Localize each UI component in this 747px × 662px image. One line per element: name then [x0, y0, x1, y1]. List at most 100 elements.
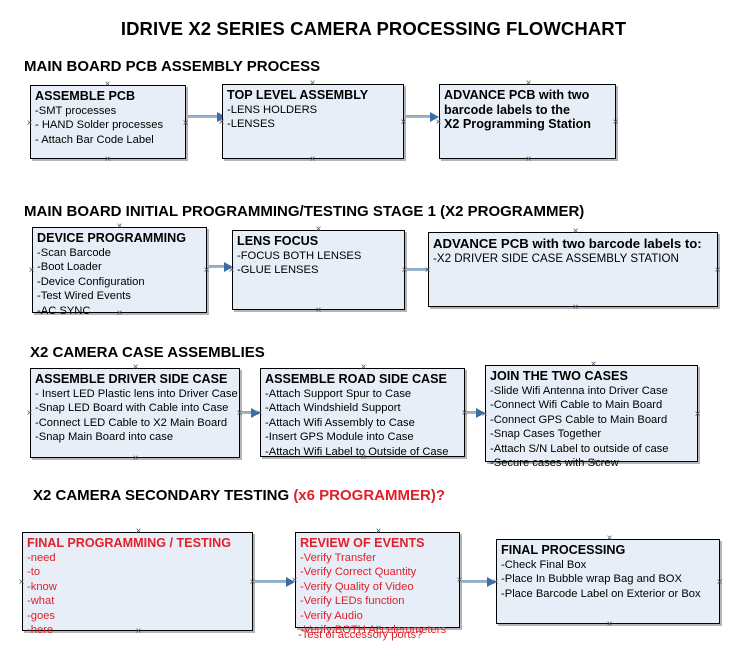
handle-top[interactable] [103, 80, 112, 89]
node-line: -LENSES [227, 118, 275, 131]
handle-top[interactable] [308, 79, 317, 88]
handle-bottom[interactable] [605, 620, 614, 629]
node-line: barcode labels to the [444, 102, 570, 117]
handle-top[interactable] [374, 527, 383, 536]
node-assemble-driver-side-case[interactable]: ASSEMBLE DRIVER SIDE CASE - Insert LED P… [30, 368, 240, 458]
node-line: X2 Programming Station [444, 117, 591, 132]
node-line: -Secure cases with Screw [490, 457, 619, 470]
node-join-the-two-cases[interactable]: JOIN THE TWO CASES -Slide Wifi Antenna i… [485, 365, 698, 469]
node-line: -Verify Audio [300, 609, 363, 622]
handle-right[interactable] [399, 118, 408, 127]
node-line: -Verify Transfer [300, 551, 376, 564]
node-line: - Insert LED Plastic lens into Driver Ca… [35, 387, 238, 400]
node-advance-pcb-driver-side[interactable]: ADVANCE PCB with two barcode labels to: … [428, 232, 718, 307]
handle-bottom[interactable] [134, 627, 143, 636]
page-title: IDRIVE X2 SERIES CAMERA PROCESSING FLOWC… [120, 18, 627, 39]
node-advance-pcb-station[interactable]: ADVANCE PCB with two barcode labels to t… [439, 84, 616, 159]
node-line: - Attach Bar Code Label [35, 133, 154, 146]
handle-top[interactable] [524, 79, 533, 88]
handle-bottom[interactable] [359, 453, 368, 462]
node-overflow-line: -Test of accessory ports? [298, 629, 423, 641]
handle-left[interactable] [27, 266, 36, 275]
handle-bottom[interactable] [308, 155, 317, 164]
handle-bottom[interactable] [524, 155, 533, 164]
node-assemble-road-side-case[interactable]: ASSEMBLE ROAD SIDE CASE -Attach Support … [260, 368, 465, 458]
handle-left[interactable] [25, 119, 34, 128]
node-line: -Test Wired Events [37, 290, 131, 303]
node-final-processing[interactable]: FINAL PROCESSING -Check Final Box -Place… [496, 539, 720, 624]
section-heading-4-text: X2 CAMERA SECONDARY TESTING [33, 487, 294, 504]
handle-right[interactable] [693, 410, 702, 419]
handle-top[interactable] [589, 360, 598, 369]
handle-right[interactable] [713, 266, 722, 275]
node-line: -what [27, 595, 55, 608]
handle-top[interactable] [571, 227, 580, 236]
node-line: -Place In Bubble wrap Bag and BOX [501, 573, 682, 586]
handle-left[interactable] [491, 578, 500, 587]
handle-top[interactable] [131, 363, 140, 372]
section-heading-4: X2 CAMERA SECONDARY TESTING (x6 PROGRAMM… [33, 487, 445, 504]
handle-left[interactable] [480, 410, 489, 419]
section-heading-1: MAIN BOARD PCB ASSEMBLY PROCESS [24, 58, 320, 75]
node-line: -Snap Main Board into case [35, 431, 174, 444]
handle-bottom[interactable] [103, 155, 112, 164]
node-line: -Insert GPS Module into Case [265, 431, 414, 444]
node-header: ASSEMBLE ROAD SIDE CASE [265, 372, 447, 386]
node-assemble-pcb[interactable]: ASSEMBLE PCB -SMT processes - HAND Solde… [30, 85, 186, 159]
section-heading-4-accent: (x6 PROGRAMMER)? [293, 487, 445, 504]
handle-top[interactable] [314, 225, 323, 234]
connector-arrow [462, 580, 488, 583]
node-line: -X2 DRIVER SIDE CASE ASSEMBLY STATION [433, 252, 679, 266]
handle-bottom[interactable] [374, 624, 383, 633]
section-heading-2-text: MAIN BOARD INITIAL PROGRAMMING/TESTING S… [24, 203, 585, 220]
handle-left[interactable] [17, 578, 26, 587]
connector-arrow [407, 268, 429, 271]
handle-right[interactable] [715, 578, 724, 587]
connector-arrow [209, 265, 225, 268]
handle-right[interactable] [181, 119, 190, 128]
node-top-level-assembly[interactable]: TOP LEVEL ASSEMBLY -LENS HOLDERS -LENSES [222, 84, 404, 159]
node-review-of-events[interactable]: REVIEW OF EVENTS -Verify Transfer -Verif… [295, 532, 460, 641]
node-header: ASSEMBLE PCB [35, 89, 136, 103]
node-final-programming-testing[interactable]: FINAL PROGRAMMING / TESTING -need -to -k… [22, 532, 253, 636]
node-line: - HAND Solder processes [35, 119, 164, 132]
section-heading-1-text: MAIN BOARD PCB ASSEMBLY PROCESS [24, 58, 321, 75]
node-line: -Verify Correct Quantity [300, 566, 417, 579]
connector-arrow [406, 115, 431, 118]
section-heading-3: X2 CAMERA CASE ASSEMBLIES [30, 344, 265, 361]
handle-bottom[interactable] [589, 458, 598, 467]
node-lens-focus[interactable]: LENS FOCUS -FOCUS BOTH LENSES -GLUE LENS… [232, 230, 405, 310]
handle-left[interactable] [423, 266, 432, 275]
handle-bottom[interactable] [131, 454, 140, 463]
handle-left[interactable] [217, 118, 226, 127]
handle-right[interactable] [611, 118, 620, 127]
node-device-programming[interactable]: DEVICE PROGRAMMING -Scan Barcode -Boot L… [32, 227, 207, 317]
node-line: -Attach Wifi Assembly to Case [265, 416, 415, 429]
node-line: -Connect Wifi Cable to Main Board [490, 399, 663, 412]
node-line: -Scan Barcode [37, 246, 112, 259]
handle-top[interactable] [359, 363, 368, 372]
node-line: -Attach Wifi Label to Outside of Case [265, 445, 449, 458]
handle-top[interactable] [605, 534, 614, 543]
handle-left[interactable] [25, 409, 34, 418]
handle-left[interactable] [255, 409, 264, 418]
node-line: -know [27, 580, 57, 593]
node-line: -SMT processes [35, 104, 117, 117]
handle-bottom[interactable] [571, 303, 580, 312]
handle-left[interactable] [227, 266, 236, 275]
node-line: -FOCUS BOTH LENSES [237, 249, 362, 262]
node-header: TOP LEVEL ASSEMBLY [227, 88, 369, 102]
handle-bottom[interactable] [115, 309, 124, 318]
handle-left[interactable] [290, 576, 299, 585]
section-heading-3-text: X2 CAMERA CASE ASSEMBLIES [30, 344, 265, 361]
handle-bottom[interactable] [314, 306, 323, 315]
node-header: FINAL PROCESSING [501, 543, 626, 557]
node-line: -Connect GPS Cable to Main Board [490, 413, 668, 426]
node-line: -Attach S/N Label to outside of case [490, 442, 669, 455]
node-line: -LENS HOLDERS [227, 103, 318, 116]
handle-top[interactable] [134, 527, 143, 536]
handle-left[interactable] [434, 118, 443, 127]
handle-top[interactable] [115, 222, 124, 231]
node-header: REVIEW OF EVENTS [300, 536, 425, 550]
